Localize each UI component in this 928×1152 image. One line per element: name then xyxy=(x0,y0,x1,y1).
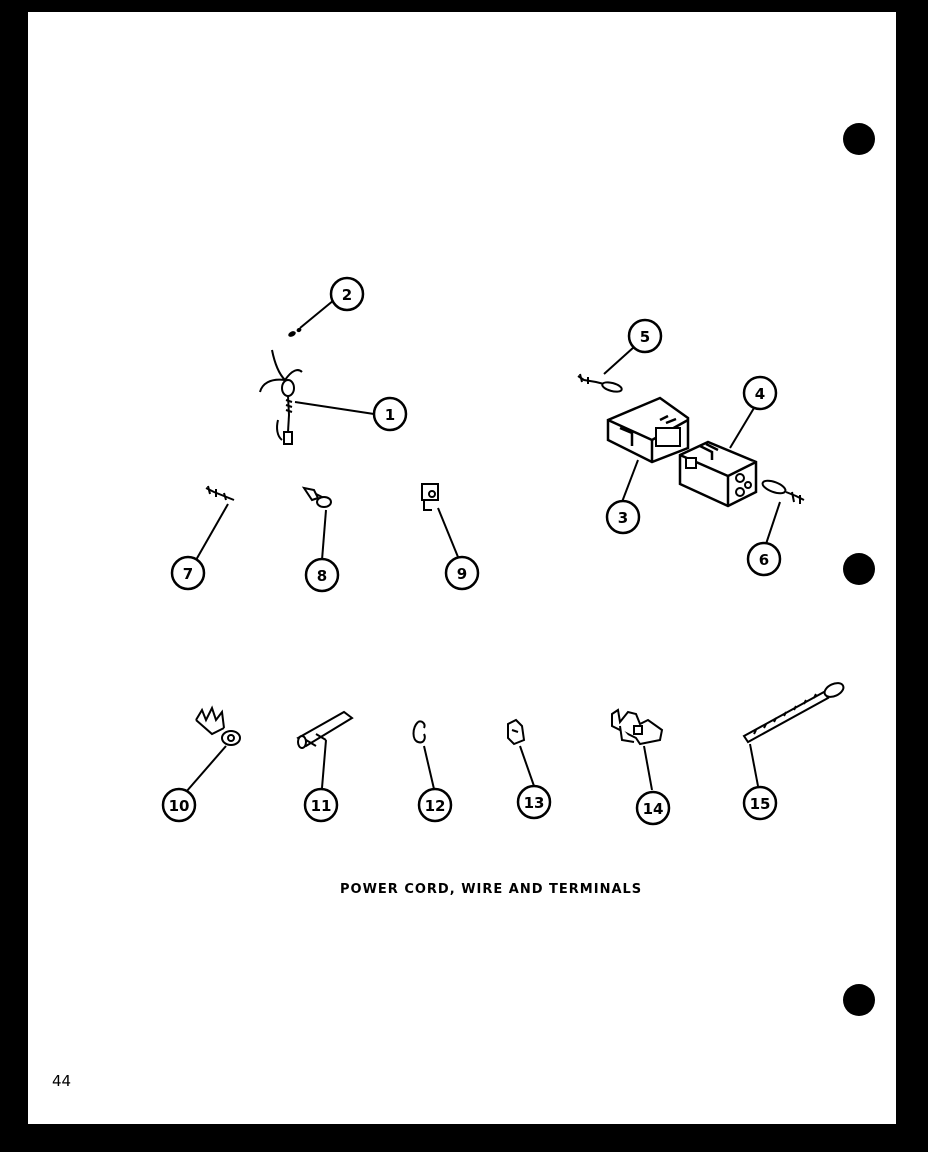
callout-5: 5 xyxy=(627,318,663,354)
part-9-clip-terminal xyxy=(421,483,439,511)
part-15-cable-tie xyxy=(742,682,845,744)
part-7-wire-terminal xyxy=(205,485,235,501)
leader-15 xyxy=(749,743,759,787)
callout-13-label: 13 xyxy=(524,794,545,812)
binder-hole-top xyxy=(843,123,875,155)
leader-5 xyxy=(603,346,635,375)
leader-14 xyxy=(643,745,653,791)
callout-9-label: 9 xyxy=(457,565,467,583)
callout-8: 8 xyxy=(304,557,340,593)
part-12-wire-hook xyxy=(412,720,426,744)
diagram-title: POWER CORD, WIRE AND TERMINALS xyxy=(340,882,643,897)
part-10-ring-terminal xyxy=(195,705,241,746)
leader-1 xyxy=(294,401,375,415)
leader-7 xyxy=(195,503,229,561)
page-number: 44 xyxy=(52,1072,72,1090)
callout-4: 4 xyxy=(742,375,778,411)
callout-2: 2 xyxy=(329,276,365,312)
callout-10: 10 xyxy=(161,787,197,823)
part-3-connector-housing xyxy=(606,396,690,464)
callout-15-label: 15 xyxy=(750,795,771,813)
part-5-pin-terminal xyxy=(577,373,623,393)
part-14-bracket xyxy=(611,708,664,746)
callout-6-label: 6 xyxy=(759,551,769,569)
part-11-butt-connector xyxy=(296,710,354,749)
callout-7-label: 7 xyxy=(183,565,193,583)
callout-6: 6 xyxy=(746,541,782,577)
scan-border-bottom xyxy=(0,1124,928,1152)
leader-11 xyxy=(321,739,327,789)
leader-lines xyxy=(185,299,781,793)
leader-12 xyxy=(423,745,435,790)
binder-hole-bottom xyxy=(843,984,875,1016)
leader-6 xyxy=(765,501,781,545)
callout-8-label: 8 xyxy=(317,567,327,585)
callout-11-label: 11 xyxy=(311,797,332,815)
leader-9 xyxy=(437,507,459,558)
part-2-terminal xyxy=(288,327,302,337)
callout-9: 9 xyxy=(444,555,480,591)
leader-13 xyxy=(519,745,535,787)
leader-2 xyxy=(299,299,335,329)
part-6-socket-terminal xyxy=(761,479,805,504)
leader-4 xyxy=(729,407,755,449)
callout-2-label: 2 xyxy=(342,286,352,304)
part-1-power-cord xyxy=(259,349,303,445)
callout-7: 7 xyxy=(170,555,206,591)
callout-12-label: 12 xyxy=(425,797,446,815)
leader-10 xyxy=(185,745,227,793)
callout-3: 3 xyxy=(605,499,641,535)
callout-15: 15 xyxy=(742,785,778,821)
leader-3 xyxy=(621,459,639,503)
callout-4-label: 4 xyxy=(755,385,765,403)
callout-13: 13 xyxy=(516,784,552,820)
callout-10-label: 10 xyxy=(169,797,190,815)
leader-8 xyxy=(321,509,327,561)
part-4-connector-plug xyxy=(678,440,758,508)
callout-14-label: 14 xyxy=(643,800,664,818)
binder-hole-middle xyxy=(843,553,875,585)
callout-12: 12 xyxy=(417,787,453,823)
callout-1: 1 xyxy=(372,396,408,432)
callout-11: 11 xyxy=(303,787,339,823)
callout-3-label: 3 xyxy=(618,509,628,527)
part-13-wire-connector xyxy=(507,718,526,746)
callout-14: 14 xyxy=(635,790,671,826)
callout-5-label: 5 xyxy=(640,328,650,346)
part-8-flag-terminal xyxy=(301,486,332,508)
callout-1-label: 1 xyxy=(385,406,395,424)
